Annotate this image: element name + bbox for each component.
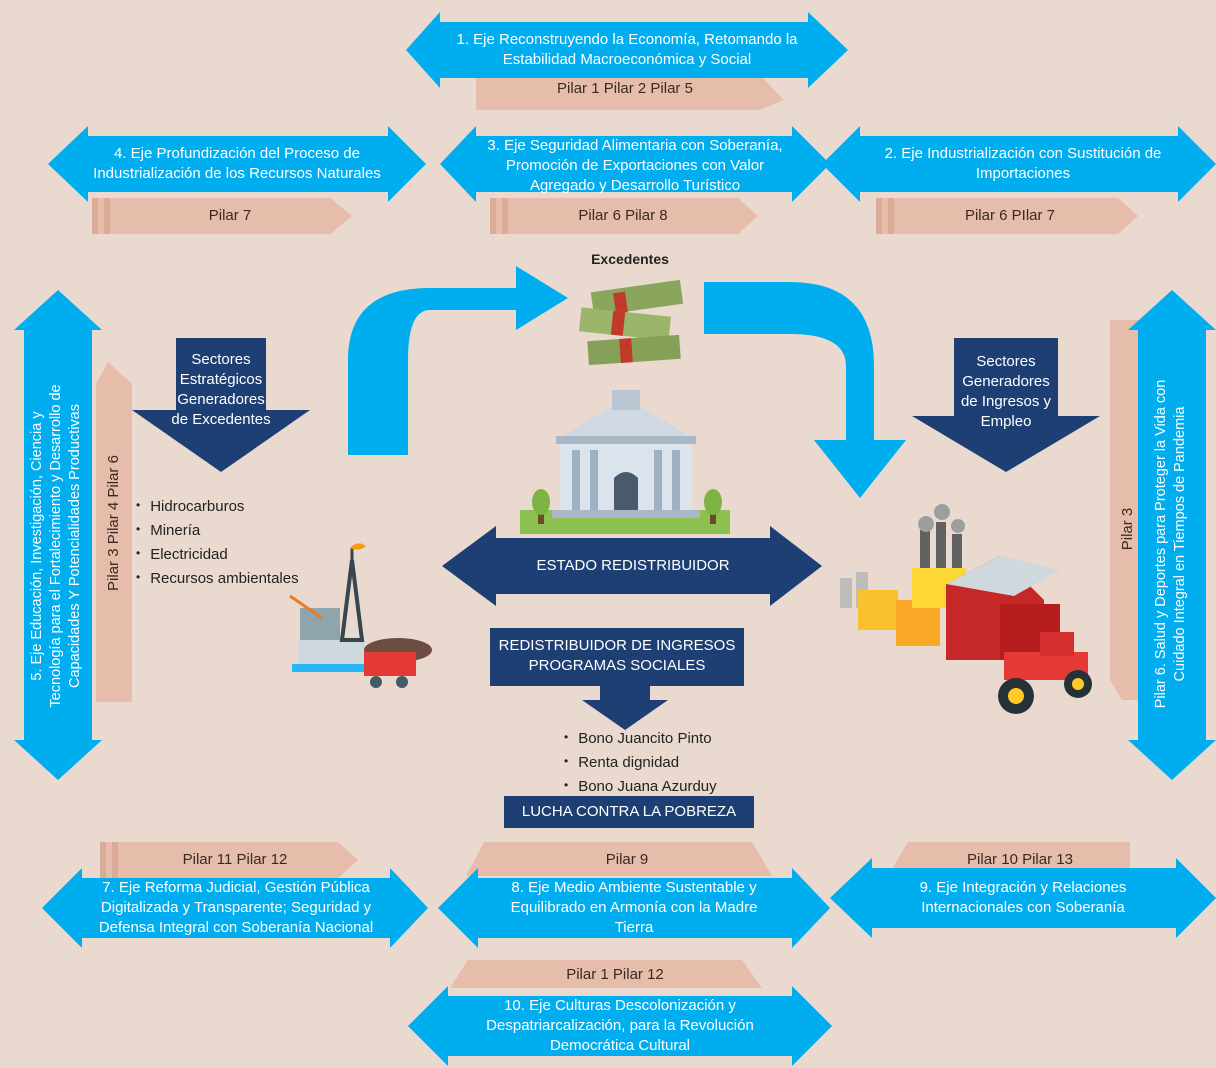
eje-arrow-3 [440,126,830,202]
generadores-label: Sectores Generadores de Ingresos y Emple… [960,353,1052,430]
pillar-arrow-5 [96,362,132,702]
list-item: Bono Juana Azurduy [564,774,716,798]
pilar-label-7: Pilar 11 Pilar 12 [182,851,288,868]
eje-2-label: 2. Eje Industrialización con Sustitución… [884,145,1162,182]
pilar-label-4: Pilar 7 [208,207,252,224]
pillar-arrow-4 [92,198,352,234]
eje-7-label: 7. Eje Reforma Judicial, Gestión Pública… [98,879,374,936]
pilar-label-9: Pilar 10 Pilar 13 [967,851,1073,868]
pillar-arrow-1 [476,75,784,110]
pilar-label-1: Pilar 1 Pilar 2 Pilar 5 [557,80,693,97]
pilar-label-5: Pilar 3 Pilar 4 Pilar 6 [105,455,122,591]
factory-farm-image [840,504,1092,714]
pillar-arrow-7 [100,842,358,878]
eje-arrow-9 [830,858,1216,938]
redistribuidor-box [490,628,744,686]
estado-arrow [442,526,822,606]
eje-arrow-10 [408,986,832,1066]
lucha-label: LUCHA CONTRA LA POBREZA [521,803,737,820]
pillar-arrow-2 [876,198,1138,234]
eje-5-label: 5. Eje Educación, Investigación, Ciencia… [29,384,83,708]
pillar-arrow-10 [450,960,762,988]
estrategicos-label: Sectores Estratégicos Generadores de Exc… [171,351,271,428]
list-item: Hidrocarburos [136,494,299,518]
eje-arrow-6 [1128,290,1216,780]
eje-arrow-7 [42,868,428,948]
pilar-label-6: Pilar 3 [1119,507,1136,551]
excedentes-label: Excedentes [591,251,669,267]
list-item: Electricidad [136,542,299,566]
lucha-box [504,796,754,828]
government-building-image [520,390,730,534]
pillar-arrow-8 [466,842,772,876]
eje-arrow-1 [406,12,848,88]
list-item: Minería [136,518,299,542]
oil-rig-image [289,543,432,688]
flow-arrow-left [348,266,568,455]
eje-arrow-2 [822,126,1216,202]
eje-8-label: 8. Eje Medio Ambiente Sustentable y Equi… [510,879,758,936]
money-stack-image [578,279,684,366]
redistribuidor-label: REDISTRIBUIDOR DE INGRESOS PROGRAMAS SOC… [498,637,736,674]
eje-3-label: 3. Eje Seguridad Alimentaria con Soberan… [487,137,783,194]
list-item: Renta dignidad [564,750,717,774]
pilar-label-3: Pilar 6 Pilar 8 [578,207,668,224]
eje-arrow-4 [48,126,426,202]
sectores-list: Hidrocarburos Minería Electricidad Recur… [136,494,299,590]
pilar-label-8: Pilar 9 [605,851,649,868]
pillar-arrow-9 [888,842,1130,876]
pillar-arrow-3 [490,198,758,234]
bonos-list: Bono Juancito Pinto Renta dignidad Bono … [564,726,717,798]
eje-arrow-8 [438,868,830,948]
redistribuidor-down [582,686,668,730]
eje-10-label: 10. Eje Culturas Descolonización y Despa… [486,997,754,1054]
down-arrow-estrategicos [132,338,310,472]
eje-1-label: 1. Eje Reconstruyendo la Economía, Retom… [456,31,798,68]
down-arrow-generadores [912,338,1100,472]
eje-arrow-5 [14,290,102,780]
pilar-label-2: Pilar 6 PIlar 7 [964,207,1056,224]
estado-label: ESTADO REDISTRIBUIDOR [536,557,730,574]
flow-arrow-right [704,282,906,498]
eje-9-label: 9. Eje Integración y Relaciones Internac… [919,879,1127,916]
pilar-label-10: Pilar 1 Pilar 12 [566,966,664,983]
list-item: Bono Juancito Pinto [564,726,717,750]
eje-4-label: 4. Eje Profundización del Proceso de Ind… [93,145,381,182]
pillar-arrow-6 [1110,320,1146,700]
list-item: Recursos ambientales [136,566,298,590]
eje-6-label: Pilar 6. Salud y Deportes para Proteger … [1153,379,1188,709]
